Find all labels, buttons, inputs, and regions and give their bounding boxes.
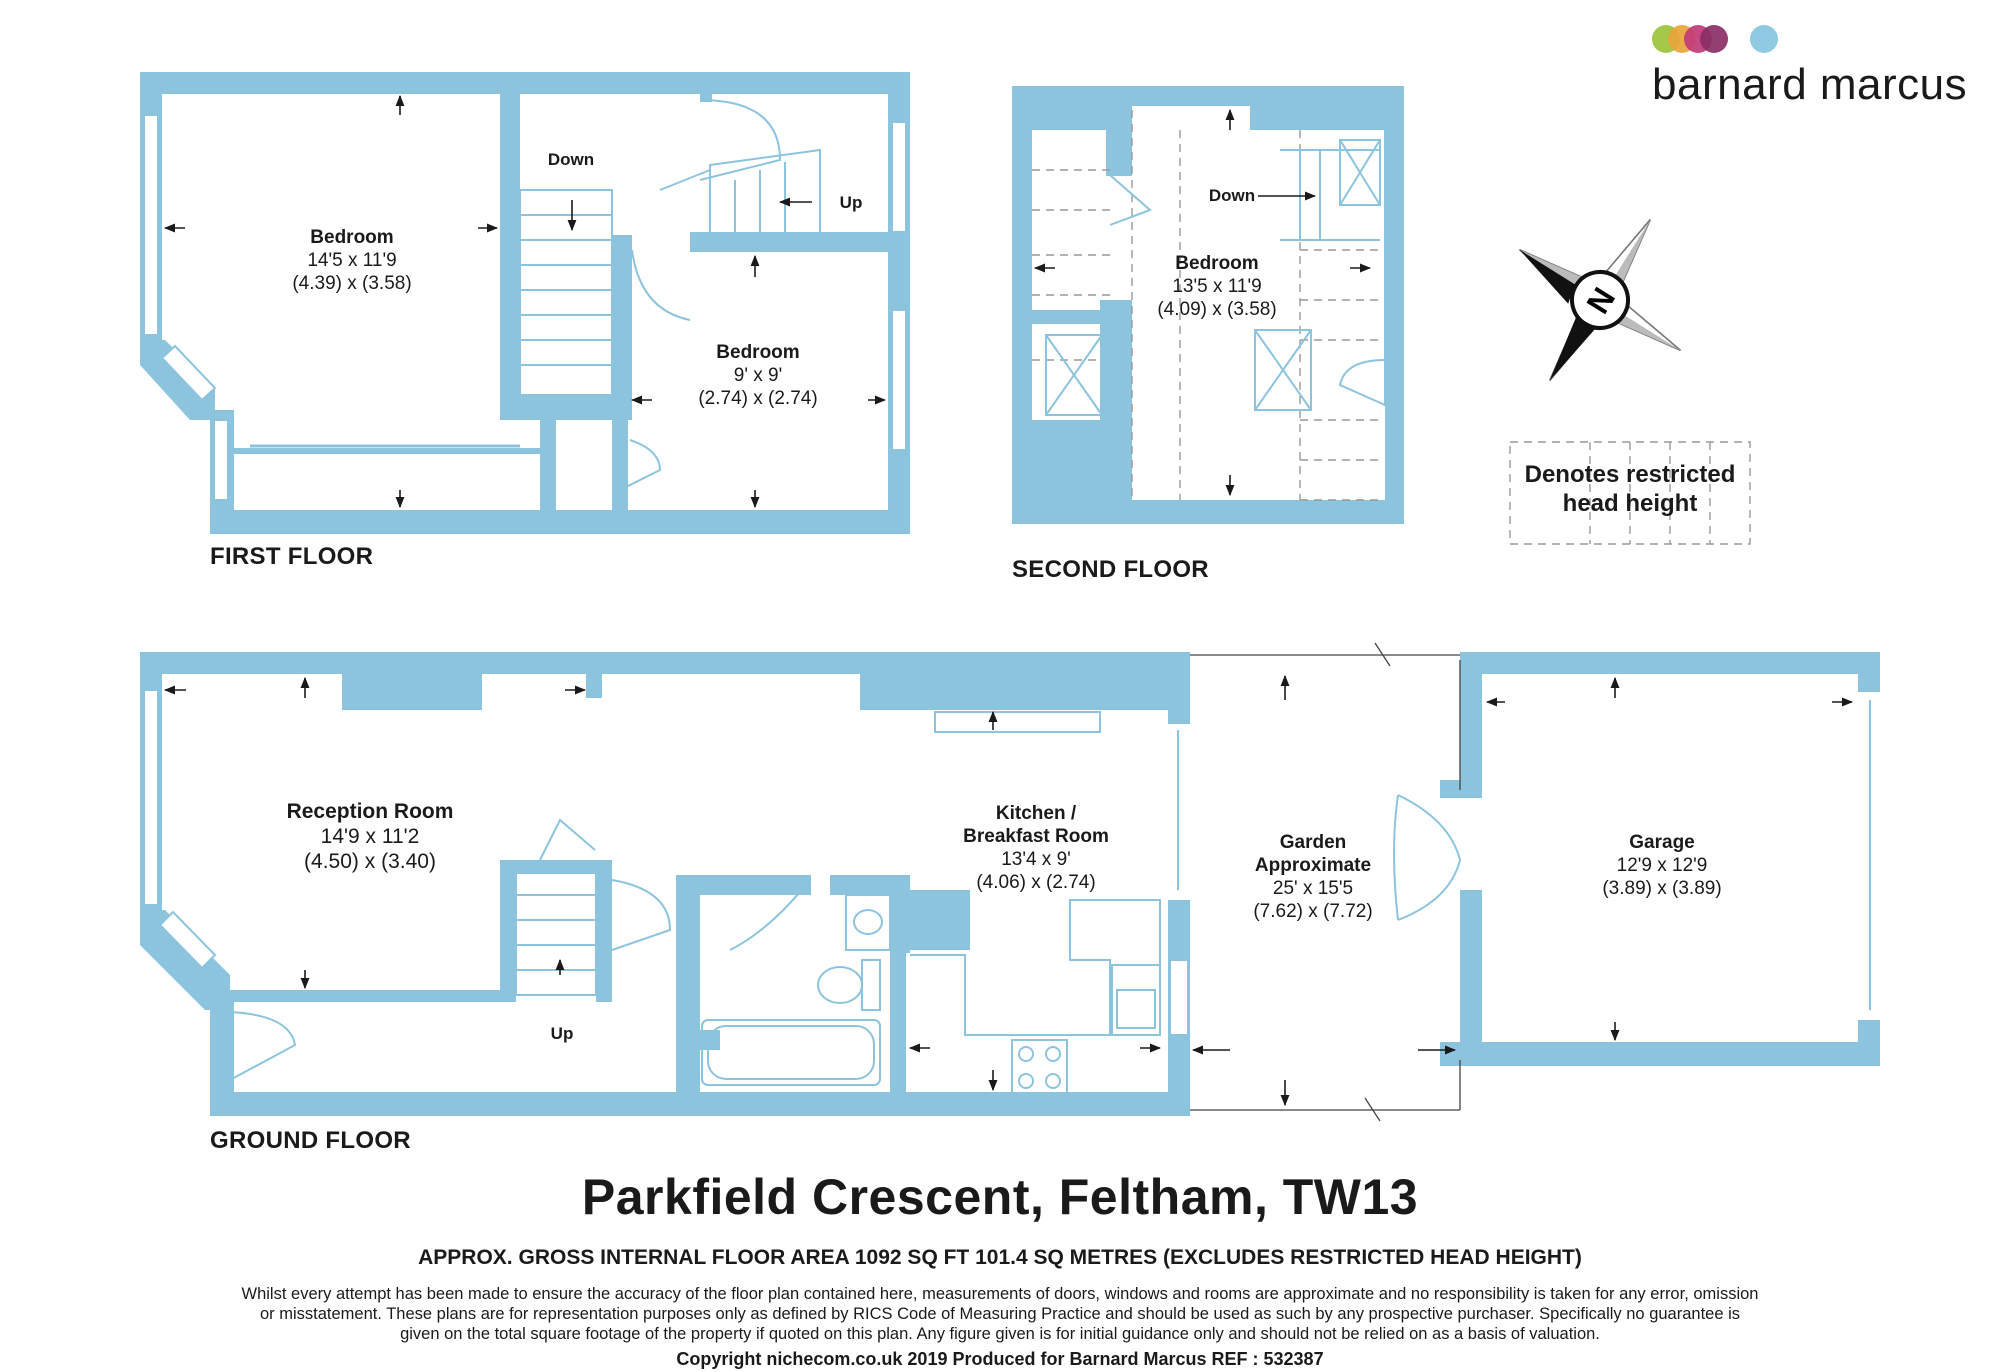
brand-dot — [1750, 25, 1778, 53]
compass-icon — [1518, 218, 1682, 382]
floor-area-note: APPROX. GROSS INTERNAL FLOOR AREA 1092 S… — [418, 1246, 1582, 1269]
brand-dot — [1700, 25, 1728, 53]
room-label-reception: Reception Room 14'9 x 11'2 (4.50) x (3.4… — [286, 800, 454, 873]
ground-floor-label: GROUND FLOOR — [210, 1127, 411, 1154]
restricted-height-legend: Denotes restricted head height — [1524, 461, 1736, 517]
stairs-down-label-second: Down — [1208, 186, 1256, 205]
brand-dots-icon — [1652, 25, 1778, 53]
second-floor-plan — [1012, 86, 1404, 524]
room-label-first-bedroom-1: Bedroom 14'5 x 11'9 (4.39) x (3.58) — [292, 227, 412, 294]
property-title: Parkfield Crescent, Feltham, TW13 — [581, 1169, 1419, 1225]
copyright-line: Copyright nichecom.co.uk 2019 Produced f… — [676, 1349, 1324, 1369]
stairs-down-label: Down — [547, 150, 595, 169]
restricted-height-legend-box — [1509, 441, 1751, 545]
first-floor-plan — [140, 72, 910, 534]
brand-name: barnard marcus — [1652, 60, 1968, 109]
room-label-second-bedroom: Bedroom 13'5 x 11'9 (4.09) x (3.58) — [1157, 253, 1277, 320]
first-floor-label: FIRST FLOOR — [210, 543, 374, 570]
disclaimer-text: Whilst every attempt has been made to en… — [241, 1285, 1759, 1343]
second-floor-label: SECOND FLOOR — [1012, 556, 1209, 583]
room-label-garden: Garden Approximate 25' x 15'5 (7.62) x (… — [1253, 832, 1373, 922]
stairs-up-label: Up — [839, 193, 863, 212]
room-label-first-bedroom-2: Bedroom 9' x 9' (2.74) x (2.74) — [698, 342, 818, 409]
room-label-garage: Garage 12'9 x 12'9 (3.89) x (3.89) — [1602, 832, 1722, 899]
stairs-up-label-ground: Up — [550, 1024, 574, 1043]
room-label-kitchen: Kitchen / Breakfast Room 13'4 x 9' (4.06… — [963, 803, 1109, 893]
ground-floor-plan — [140, 642, 1880, 1122]
